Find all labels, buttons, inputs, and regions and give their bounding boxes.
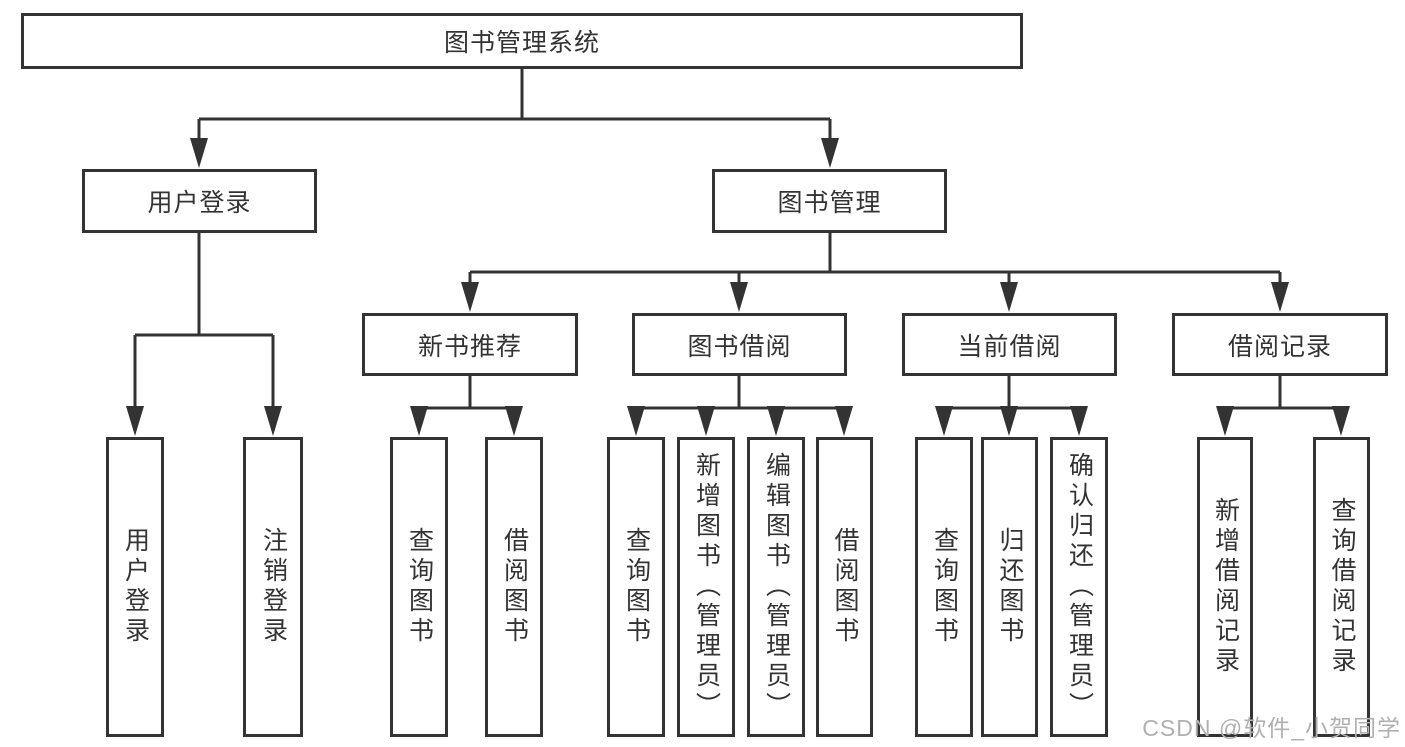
node-borrow-records: 借阅记录 xyxy=(1172,313,1388,376)
leaf-borrow-books-recommend: 借阅图书 xyxy=(485,437,543,737)
node-user-login: 用户登录 xyxy=(82,169,317,233)
leaf-edit-books-admin: 编辑图书（管理员） xyxy=(747,437,805,737)
leaf-query-books-recommend: 查询图书 xyxy=(390,437,448,737)
node-new-book-recommend: 新书推荐 xyxy=(362,313,578,376)
leaf-query-books-borrow: 查询图书 xyxy=(607,437,665,737)
leaf-logout: 注销登录 xyxy=(243,437,303,737)
watermark: CSDN @软件_小贺同学 xyxy=(1142,715,1401,741)
leaf-label: 用户登录 xyxy=(121,527,150,647)
leaf-label: 查询图书 xyxy=(622,527,651,647)
leaf-user-login: 用户登录 xyxy=(106,437,164,737)
leaf-label: 查询图书 xyxy=(930,527,959,647)
leaf-label: 借阅图书 xyxy=(500,527,529,647)
leaf-label: 归还图书 xyxy=(996,527,1024,647)
node-book-borrow: 图书借阅 xyxy=(632,313,847,376)
leaf-query-books-current: 查询图书 xyxy=(915,437,973,737)
leaf-label: 注销登录 xyxy=(259,527,288,647)
leaf-label: 编辑图书（管理员） xyxy=(762,452,791,722)
leaf-add-borrow-record: 新增借阅记录 xyxy=(1197,437,1253,737)
leaf-label: 确认归还（管理员） xyxy=(1065,452,1094,722)
leaf-return-books: 归还图书 xyxy=(981,437,1038,737)
leaf-confirm-return-admin: 确认归还（管理员） xyxy=(1050,437,1108,737)
leaf-label: 新增借阅记录 xyxy=(1211,497,1240,677)
leaf-label: 新增图书（管理员） xyxy=(692,452,721,722)
node-current-borrow: 当前借阅 xyxy=(902,313,1117,376)
leaf-label: 查询图书 xyxy=(405,527,434,647)
leaf-label: 查询借阅记录 xyxy=(1328,497,1356,677)
leaf-label: 借阅图书 xyxy=(831,527,859,647)
leaf-add-books-admin: 新增图书（管理员） xyxy=(677,437,735,737)
leaf-query-borrow-record: 查询借阅记录 xyxy=(1313,437,1370,737)
node-book-management: 图书管理 xyxy=(712,169,947,233)
leaf-borrow-books: 借阅图书 xyxy=(816,437,873,737)
node-library-management-system: 图书管理系统 xyxy=(21,13,1023,69)
